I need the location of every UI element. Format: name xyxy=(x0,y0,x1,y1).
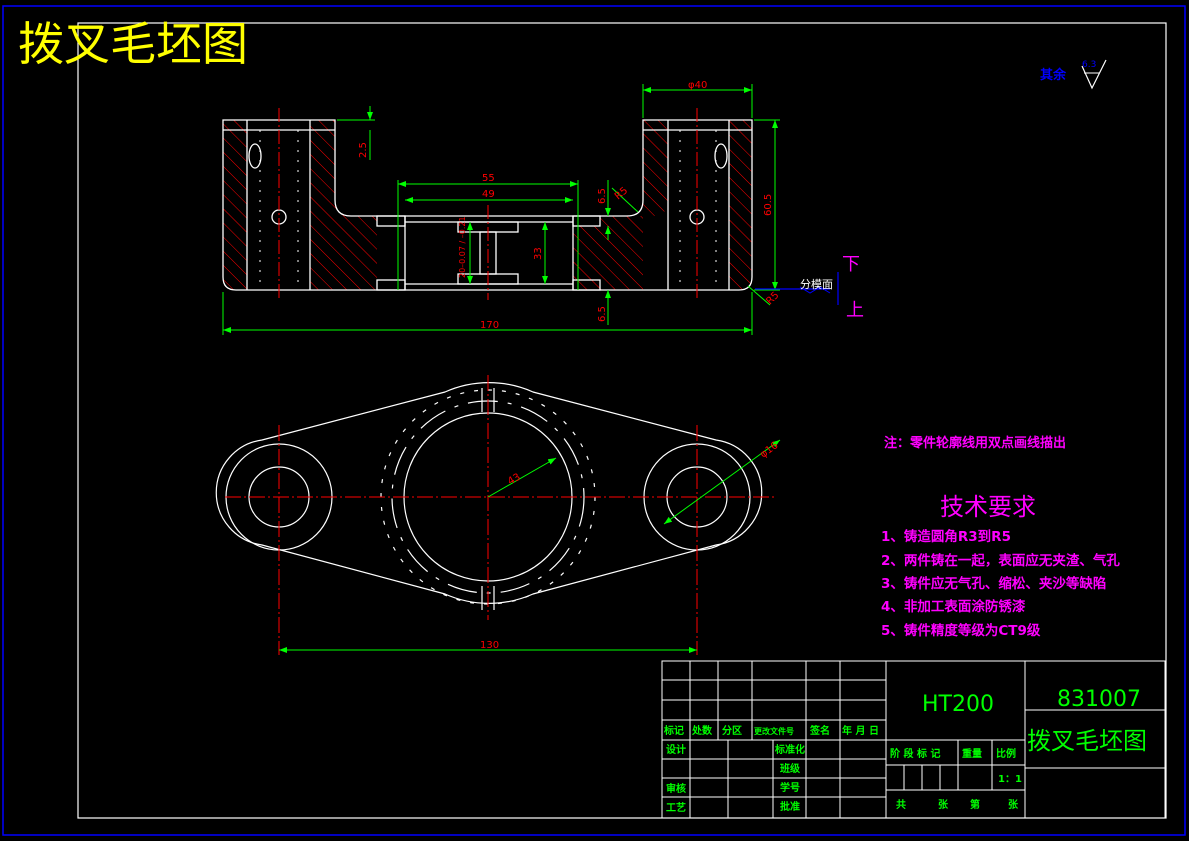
tech-item-4: 4、非加工表面涂防锈漆 xyxy=(881,598,1026,615)
tech-requirements: 技术要求 1、铸造圆角R3到R5 2、两件铸在一起，表面应无夹渣、气孔 3、铸件… xyxy=(881,493,1120,639)
roughness-symbol: 其余 6.3 xyxy=(1040,59,1107,90)
rev-header-count: 处数 xyxy=(691,724,713,737)
dim-phi16: φ16 xyxy=(758,440,780,460)
stage-header: 阶 段 标 记 xyxy=(890,747,940,760)
section-view xyxy=(222,108,753,300)
row-process: 工艺 xyxy=(666,801,686,814)
rev-header-mark: 标记 xyxy=(663,724,684,737)
rev-header-sign: 签名 xyxy=(809,724,830,737)
drawing-name: 拨叉毛坯图 xyxy=(1027,727,1147,755)
tech-item-3: 3、铸件应无气孔、缩松、夹沙等缺陷 xyxy=(881,575,1106,592)
section-dimensions xyxy=(222,84,780,335)
title-block-text: HT200 831007 拨叉毛坯图 标记 处数 分区 更改文件号 签名 年 月… xyxy=(663,687,1147,814)
rev-header-zone: 分区 xyxy=(722,724,742,737)
big-title: 拨叉毛坯图 xyxy=(18,17,248,71)
tech-item-1: 1、铸造圆角R3到R5 xyxy=(881,528,1011,545)
dim-r5-bottom: R5 xyxy=(764,290,781,307)
dim-phi40: φ40 xyxy=(688,80,707,91)
top-view-dimensions xyxy=(279,439,781,653)
material: HT200 xyxy=(922,692,994,717)
rev-header-date: 年 月 日 xyxy=(842,724,879,737)
label-student-id: 学号 xyxy=(780,781,800,794)
dim-tolerance: 20–0.07 / –0.21 xyxy=(458,216,467,278)
sheet-unit-1: 张 xyxy=(938,798,949,811)
rev-header-doc: 更改文件号 xyxy=(754,726,794,736)
dim-130: 130 xyxy=(480,640,499,651)
scale-value: 1：1 xyxy=(998,774,1022,785)
dim-60-5: 60.5 xyxy=(763,194,774,216)
dim-r5-top: R5 xyxy=(613,185,630,202)
label-class: 班级 xyxy=(780,762,801,775)
dim-55: 55 xyxy=(482,173,495,184)
weight-header: 重量 xyxy=(962,747,982,760)
parting-plane: 分模面 下 上 xyxy=(755,254,864,321)
down-label: 下 xyxy=(842,254,860,275)
section-dim-labels: φ40 2.5 55 49 R5 6.5 60.5 33 20–0.07 / –… xyxy=(358,80,782,331)
sheet-total-label: 共 xyxy=(896,798,906,811)
scale-header: 比例 xyxy=(996,747,1016,760)
dim-49: 49 xyxy=(482,189,495,200)
label-standardization: 标准化 xyxy=(774,743,805,756)
parting-label: 分模面 xyxy=(800,278,833,291)
drawing-frame xyxy=(77,22,1167,819)
dim-33: 33 xyxy=(533,247,544,260)
tech-heading: 技术要求 xyxy=(940,493,1036,521)
title-block xyxy=(661,660,1166,819)
up-label: 上 xyxy=(846,300,864,321)
roughness-value: 6.3 xyxy=(1082,60,1096,70)
roughness-label: 其余 xyxy=(1040,67,1067,83)
drawing-number: 831007 xyxy=(1057,687,1141,712)
note-text: 注：零件轮廓线用双点画线描出 xyxy=(884,435,1066,451)
sheet-index-label: 第 xyxy=(970,798,980,811)
top-view-centerlines xyxy=(225,375,775,655)
tech-item-2: 2、两件铸在一起，表面应无夹渣、气孔 xyxy=(881,552,1120,569)
dim-6-5-bottom: 6.5 xyxy=(597,306,608,322)
sheet-unit-2: 张 xyxy=(1008,798,1019,811)
dim-2-5: 2.5 xyxy=(358,142,369,158)
row-design: 设计 xyxy=(666,743,686,756)
outer-border xyxy=(2,5,1186,836)
row-review: 审核 xyxy=(666,782,686,795)
dim-6-5-top: 6.5 xyxy=(597,188,608,204)
tech-item-5: 5、铸件精度等级为CT9级 xyxy=(881,622,1041,639)
label-approval: 批准 xyxy=(780,800,800,813)
dim-170: 170 xyxy=(480,320,499,331)
